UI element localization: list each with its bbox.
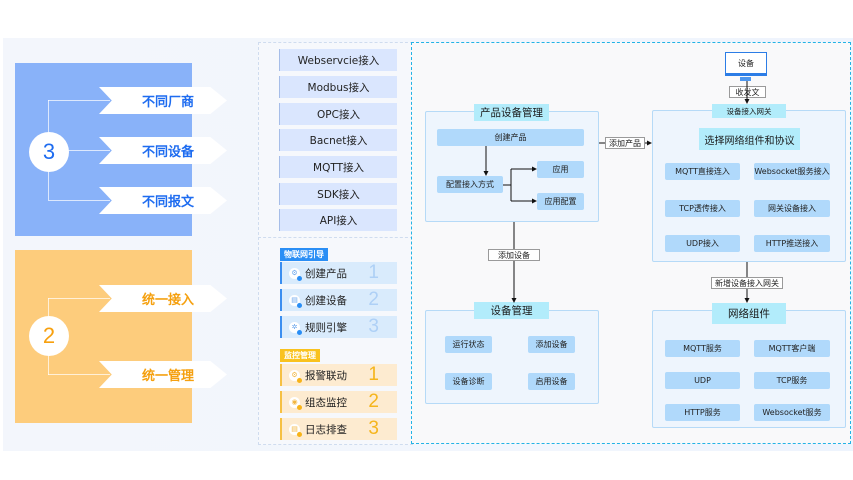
tag-unified-access: 统一接入 xyxy=(99,285,227,312)
node-udp: UDP xyxy=(665,372,740,389)
tree-line xyxy=(48,298,110,299)
node-tcp-passthrough: TCP透传接入 xyxy=(665,200,740,217)
product-mgmt-title: 产品设备管理 xyxy=(474,104,549,121)
node-gateway-device: 网关设备接入 xyxy=(754,200,830,217)
guide-scada-monitor[interactable]: ◉ 组态监控 2 xyxy=(280,391,397,413)
edge-label-add-device: 添加设备 xyxy=(488,249,540,261)
node-app-config: 应用配置 xyxy=(537,193,584,210)
tree-line xyxy=(48,100,110,101)
node-udp-access: UDP接入 xyxy=(665,235,740,252)
node-websocket-server: Websocket服务 xyxy=(754,404,830,421)
protocol-webservice: Webservcie接入 xyxy=(279,49,397,71)
node-enable-device: 启用设备 xyxy=(528,373,575,390)
node-tcp-server: TCP服务 xyxy=(754,372,830,389)
summary-number-badge: 2 xyxy=(29,316,69,356)
gateway-title: 设备接入网关 xyxy=(712,104,786,118)
iot-guide-label: 物联网引导 xyxy=(280,248,328,261)
guide-label: 报警联动 xyxy=(305,369,347,382)
device-stand xyxy=(740,77,751,81)
guide-step-number: 2 xyxy=(368,289,379,310)
tag-vendor: 不同厂商 xyxy=(99,87,227,114)
guide-label: 日志排查 xyxy=(305,423,347,436)
guide-step-number: 2 xyxy=(368,391,379,412)
edge-label-add-product: 添加产品 xyxy=(605,137,645,149)
tree-line xyxy=(68,150,110,151)
node-mqtt-server: MQTT服务 xyxy=(665,340,740,357)
guide-step-number: 3 xyxy=(368,316,379,337)
edge-label-add-gateway: 新增设备接入网关 xyxy=(711,277,783,289)
tree-line xyxy=(48,374,110,375)
node-app: 应用 xyxy=(537,161,584,178)
tag-device: 不同设备 xyxy=(99,137,227,164)
guide-log-check[interactable]: ▤ 日志排查 3 xyxy=(280,418,397,440)
select-network-title: 选择网络组件和协议 xyxy=(699,128,800,150)
node-http-server: HTTP服务 xyxy=(665,404,740,421)
tree-line xyxy=(48,200,110,201)
guide-label: 创建设备 xyxy=(305,294,347,307)
node-config-access: 配置接入方式 xyxy=(437,176,503,193)
edge-label-send-receive: 收发文 xyxy=(729,86,766,98)
protocol-api: API接入 xyxy=(279,209,397,231)
node-websocket-access: Websocket服务接入 xyxy=(754,163,830,180)
guide-create-product[interactable]: ⚙ 创建产品 1 xyxy=(280,262,397,284)
network-title: 网络组件 xyxy=(712,303,786,324)
summary-number-badge: 3 xyxy=(29,132,69,172)
device-icon: ▤ xyxy=(289,294,302,308)
divider xyxy=(258,237,413,238)
node-create-product: 创建产品 xyxy=(437,129,584,146)
guide-step-number: 1 xyxy=(368,262,379,283)
guide-create-device[interactable]: ▤ 创建设备 2 xyxy=(280,289,397,311)
node-mqtt-direct: MQTT直接连入 xyxy=(665,163,740,180)
node-add-device: 添加设备 xyxy=(528,336,575,353)
guide-alarm-linkage[interactable]: ⚙ 报警联动 1 xyxy=(280,364,397,386)
guide-rule-engine[interactable]: ✲ 规则引擎 3 xyxy=(280,316,397,338)
tag-unified-management: 统一管理 xyxy=(99,361,227,388)
protocol-mqtt: MQTT接入 xyxy=(279,156,397,178)
protocol-sdk: SDK接入 xyxy=(279,183,397,205)
node-device-diagnosis: 设备诊断 xyxy=(445,373,492,390)
alarm-icon: ⚙ xyxy=(289,369,302,383)
guide-step-number: 1 xyxy=(368,364,379,385)
node-mqtt-client: MQTT客户端 xyxy=(754,340,830,357)
guide-step-number: 3 xyxy=(368,418,379,439)
node-http-push: HTTP推送接入 xyxy=(754,235,830,252)
protocol-modbus: Modbus接入 xyxy=(279,76,397,98)
protocol-opc: OPC接入 xyxy=(279,103,397,125)
guide-label: 规则引擎 xyxy=(305,321,347,334)
device-node: 设备 xyxy=(725,52,767,76)
device-mgmt-title: 设备管理 xyxy=(474,302,549,319)
log-icon: ▤ xyxy=(289,423,302,437)
monitor-label: 监控管理 xyxy=(280,349,320,362)
dashboard-icon: ◉ xyxy=(289,396,302,410)
guide-label: 创建产品 xyxy=(305,267,347,280)
product-icon: ⚙ xyxy=(289,267,302,281)
protocol-bacnet: Bacnet接入 xyxy=(279,129,397,151)
guide-label: 组态监控 xyxy=(305,396,347,409)
rule-engine-icon: ✲ xyxy=(289,321,302,335)
node-run-status: 运行状态 xyxy=(445,336,492,353)
tag-message: 不同报文 xyxy=(99,187,227,214)
